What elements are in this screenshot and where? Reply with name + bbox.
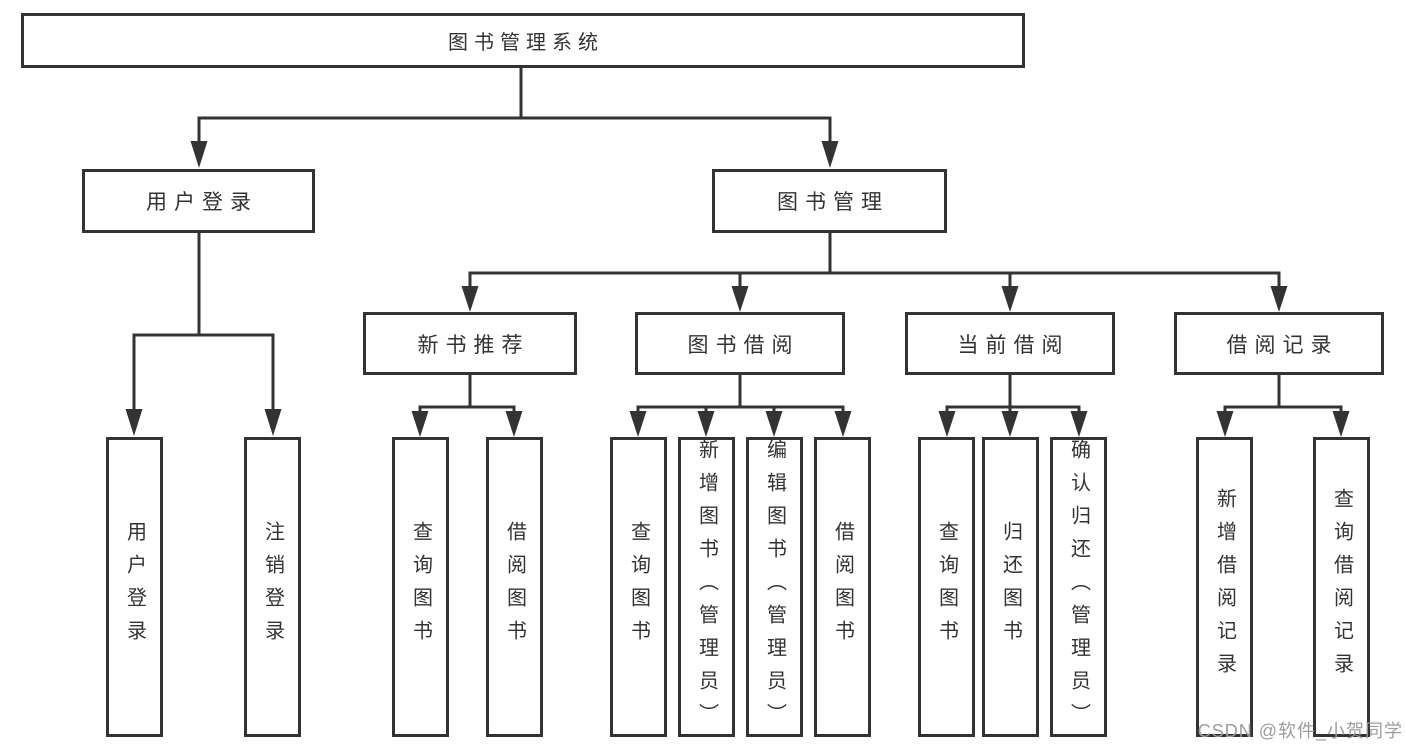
- node-label: 注销登录: [261, 521, 284, 653]
- arrowhead-icon: [1216, 411, 1234, 437]
- leaf-query-books-recommend: 查询图书: [392, 437, 449, 737]
- leaf-add-borrow-record: 新增借阅记录: [1196, 437, 1253, 737]
- leaf-user-login: 用户登录: [106, 437, 163, 737]
- leaf-confirm-return-admin: 确认归还（管理员）: [1050, 437, 1107, 737]
- leaf-logout: 注销登录: [244, 437, 301, 737]
- node-new-book-recommendation: 新书推荐: [363, 312, 577, 375]
- leaf-query-books-current: 查询图书: [918, 437, 975, 737]
- node-label: 当前借阅: [957, 333, 1070, 357]
- node-borrowing-records: 借阅记录: [1174, 312, 1384, 375]
- leaf-edit-book-admin: 编辑图书（管理员）: [746, 437, 803, 737]
- leaf-query-books-borrow: 查询图书: [610, 437, 667, 737]
- node-label: 查询图书: [627, 521, 650, 653]
- node-label: 借阅图书: [503, 521, 526, 653]
- arrowhead-icon: [411, 411, 429, 437]
- node-label: 新书推荐: [417, 333, 530, 357]
- node-label: 借阅记录: [1226, 333, 1339, 357]
- arrowhead-icon: [1332, 411, 1350, 437]
- node-label: 编辑图书（管理员）: [763, 438, 786, 736]
- node-user-login: 用户登录: [82, 169, 315, 233]
- arrowhead-icon: [264, 409, 282, 436]
- leaf-borrow-books-recommend: 借阅图书: [486, 437, 543, 737]
- arrowhead-icon: [1001, 286, 1019, 312]
- node-label: 查询图书: [935, 521, 958, 653]
- node-book-management: 图书管理: [712, 169, 947, 233]
- node-label: 图书管理: [777, 191, 889, 214]
- leaf-query-borrow-record: 查询借阅记录: [1313, 437, 1370, 737]
- leaf-borrow-books: 借阅图书: [814, 437, 871, 737]
- arrowhead-icon: [765, 411, 783, 437]
- node-label: 借阅图书: [831, 521, 854, 653]
- node-label: 查询借阅记录: [1330, 488, 1353, 686]
- node-label: 确认归还（管理员）: [1067, 438, 1090, 736]
- arrowhead-icon: [834, 411, 852, 437]
- node-label: 新增图书（管理员）: [695, 438, 718, 736]
- leaf-return-book: 归还图书: [982, 437, 1039, 737]
- arrowhead-icon: [821, 141, 839, 168]
- node-book-borrowing: 图书借阅: [635, 312, 845, 375]
- watermark: CSDN @软件_小贺同学: [1197, 721, 1403, 741]
- node-library-management-system: 图书管理系统: [21, 13, 1025, 68]
- arrowhead-icon: [1001, 411, 1019, 437]
- node-label: 图书管理系统: [448, 32, 604, 54]
- arrowhead-icon: [461, 286, 479, 312]
- arrowhead-icon: [731, 286, 749, 312]
- arrowhead-icon: [697, 411, 715, 437]
- node-label: 用户登录: [123, 521, 146, 653]
- arrowhead-icon: [1270, 286, 1288, 312]
- arrowhead-icon: [938, 411, 956, 437]
- node-label: 归还图书: [999, 521, 1022, 653]
- node-label: 查询图书: [409, 521, 432, 653]
- node-current-borrowing: 当前借阅: [905, 312, 1115, 375]
- leaf-add-book-admin: 新增图书（管理员）: [678, 437, 735, 737]
- arrowhead-icon: [190, 141, 208, 168]
- arrowhead-icon: [125, 409, 143, 436]
- node-label: 新增借阅记录: [1213, 488, 1236, 686]
- node-label: 用户登录: [146, 191, 258, 214]
- arrowhead-icon: [505, 411, 523, 437]
- arrowhead-icon: [1070, 411, 1088, 437]
- node-label: 图书借阅: [687, 333, 800, 357]
- arrowhead-icon: [629, 411, 647, 437]
